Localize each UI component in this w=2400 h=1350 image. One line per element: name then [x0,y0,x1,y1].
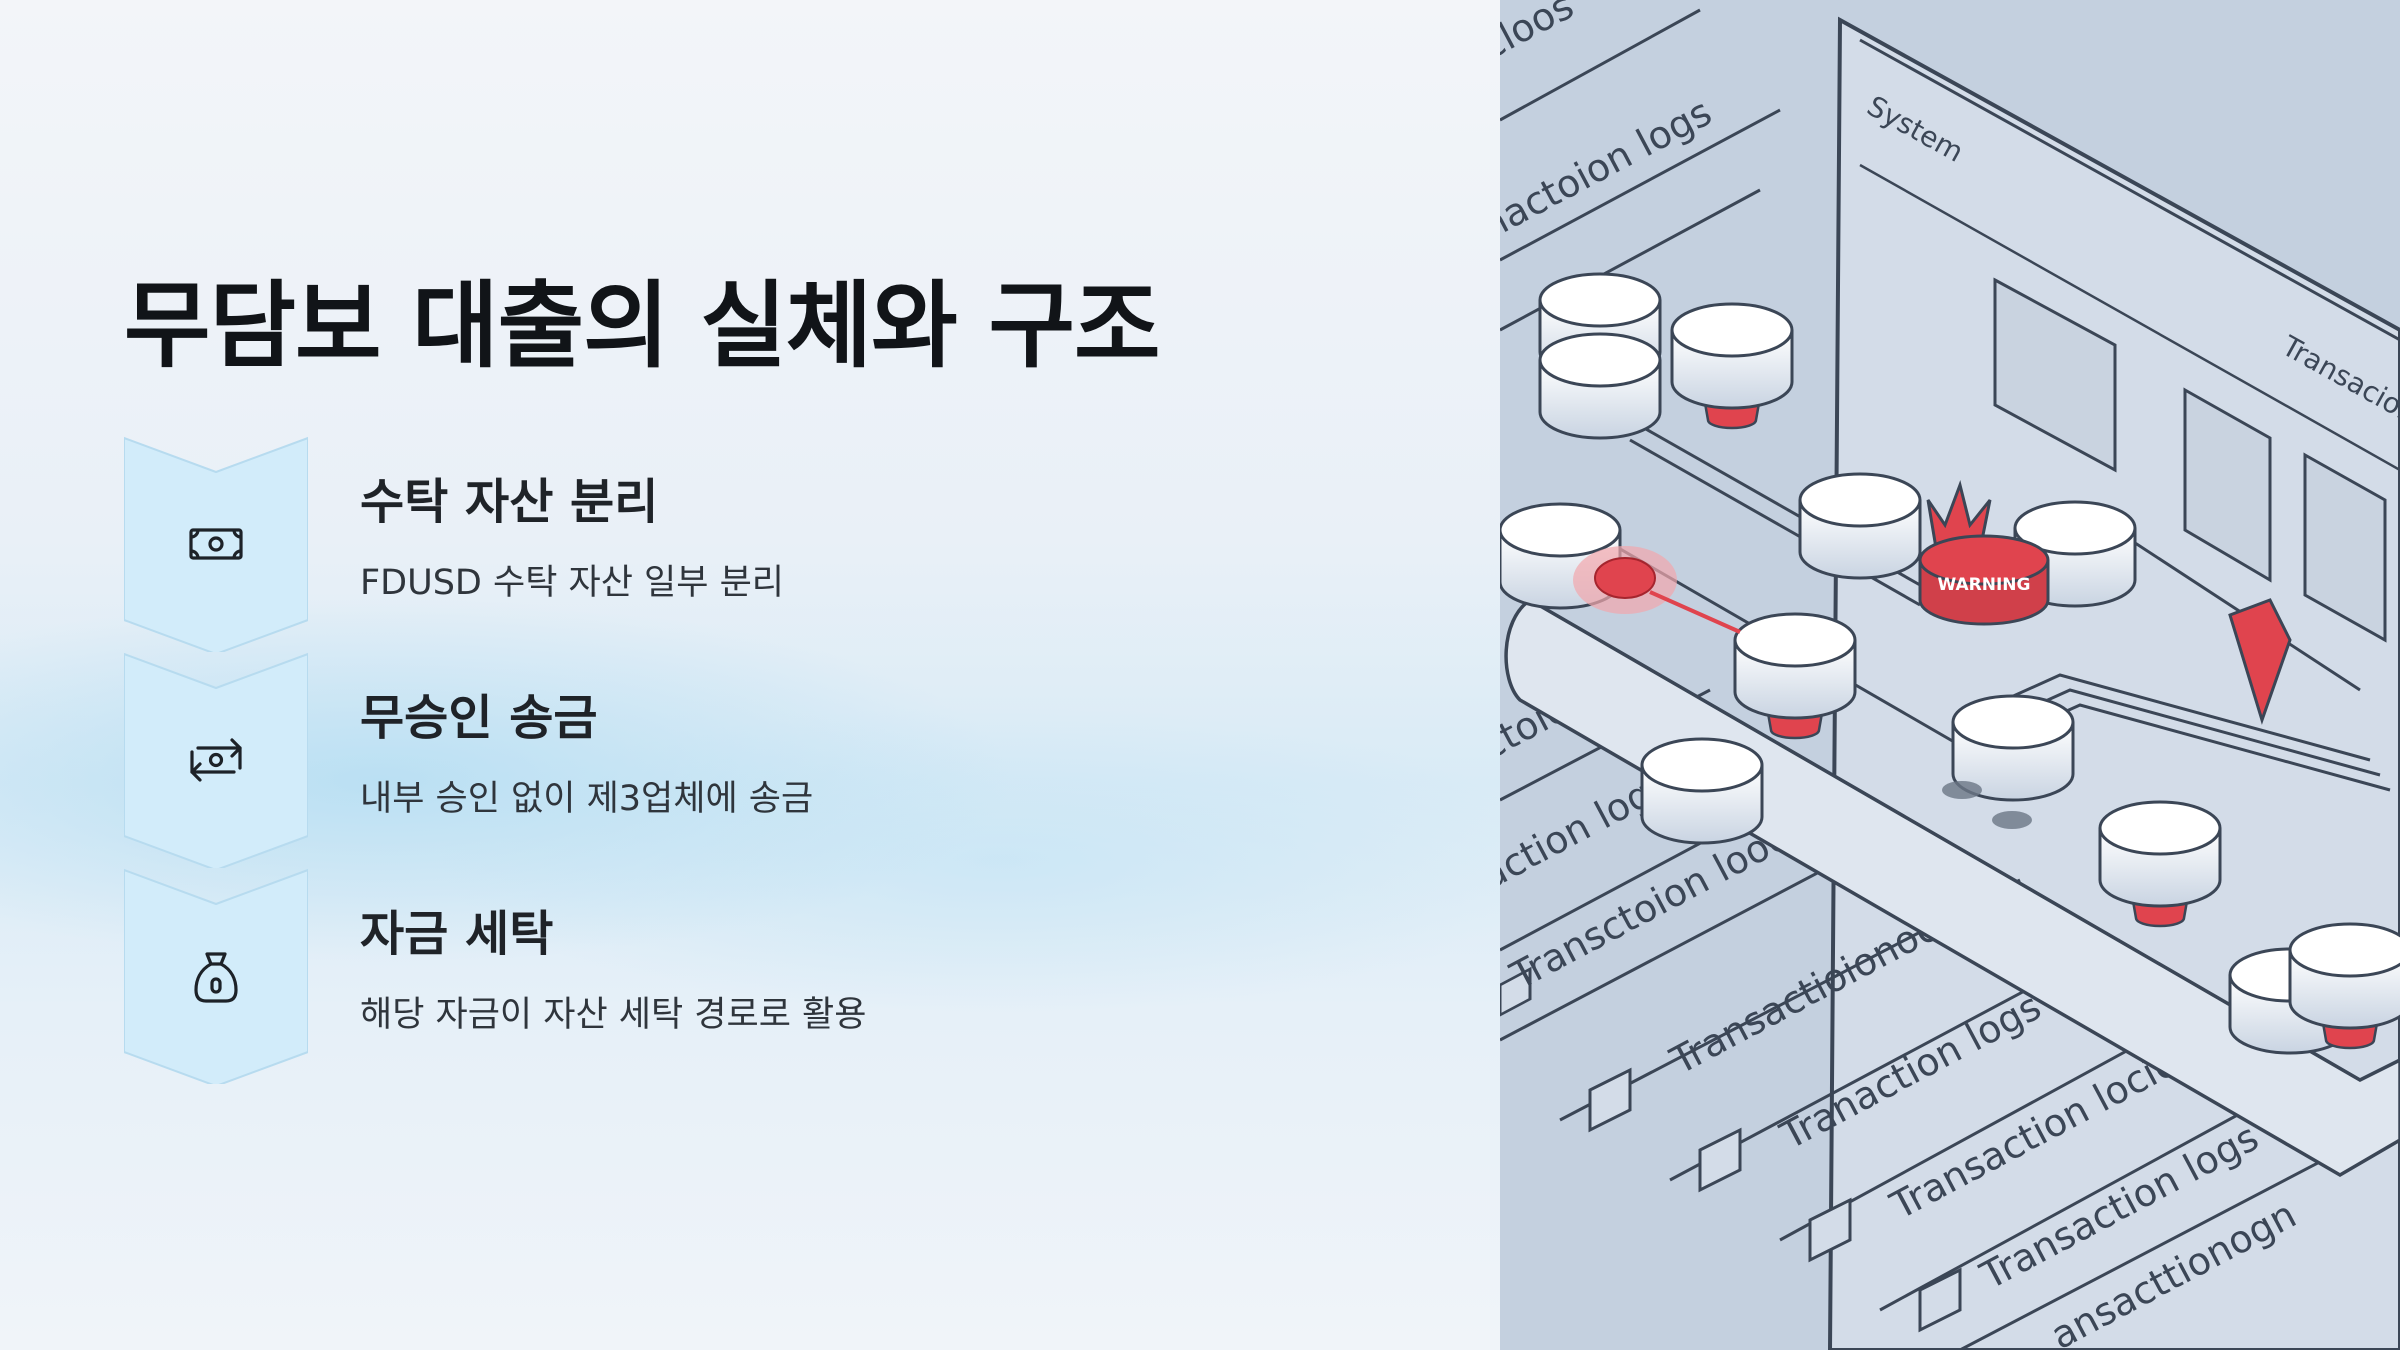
feature-description: 내부 승인 없이 제3업체에 송금 [360,779,814,819]
feature-title: 자금 세탁 [360,906,554,962]
warning-beacon-icon: WARNING [1918,479,2050,626]
chevron-badge [124,868,308,1084]
illustration-panel: System Transacion cloos [1500,0,2400,1350]
chevron-badge [124,436,308,652]
page-title: 무담보 대출의 실체와 구조 [124,272,1160,381]
feature-item: 자금 세탁 해당 자금이 자산 세탁 경로로 활용 [124,868,1424,1084]
feature-title: 무승인 송금 [360,690,598,746]
feature-item: 수탁 자산 분리 FDUSD 수탁 자산 일부 분리 [124,436,1424,652]
log-label: cloos [1500,0,1581,68]
feature-title: 수탁 자산 분리 [360,474,659,530]
log-label: nactoion logs [1500,90,1719,248]
content-panel: 무담보 대출의 실체와 구조 수탁 자산 분리 FDUSD 수탁 자산 일부 분… [0,0,1500,1350]
feature-description: 해당 자금이 자산 세탁 경로로 활용 [360,995,867,1035]
chevron-badge [124,652,308,868]
warning-label: WARNING [1938,575,2031,595]
money-transfer-icon [186,730,246,790]
money-bag-icon [186,946,246,1006]
pipeline-illustration: System Transacion cloos [1500,0,2400,1350]
feature-item: 무승인 송금 내부 승인 없이 제3업체에 송금 [124,652,1424,868]
banknote-icon [186,514,246,574]
feature-description: FDUSD 수탁 자산 일부 분리 [360,563,784,603]
